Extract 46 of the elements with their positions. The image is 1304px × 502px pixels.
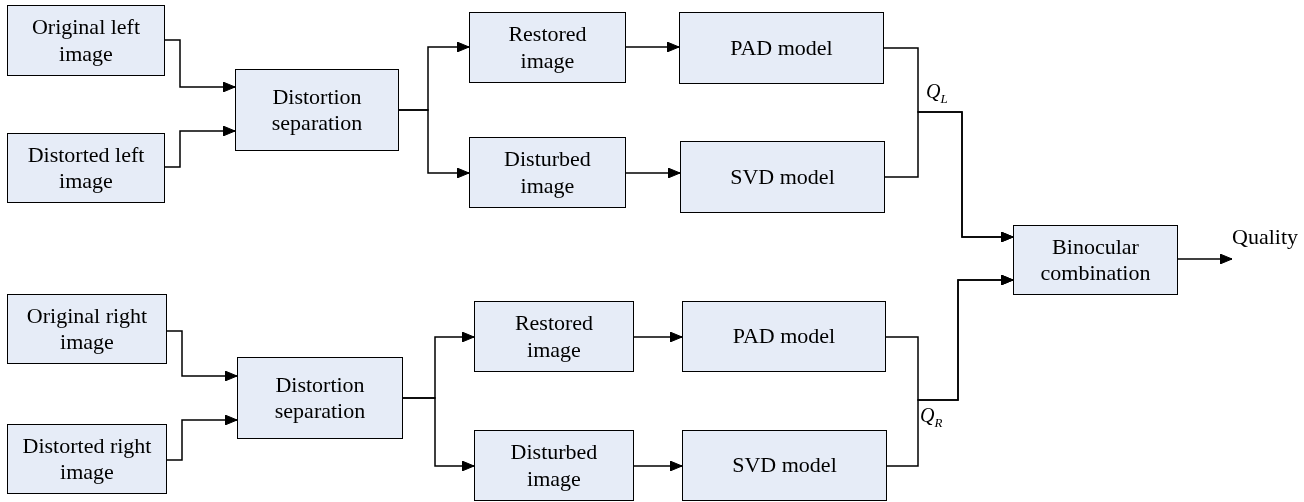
box-label: SVD model — [730, 163, 835, 191]
arrow — [164, 39, 236, 93]
arrow — [398, 109, 470, 179]
arrow — [625, 41, 680, 53]
process-box — [7, 424, 167, 494]
box-label: Distorted right image — [21, 432, 153, 486]
box-label: Binocular combination — [1039, 233, 1152, 287]
process-box — [7, 294, 167, 364]
process-box — [237, 357, 403, 439]
process-box — [680, 141, 885, 213]
box-label: Distortion separation — [273, 371, 367, 425]
output-label: Quality — [1232, 224, 1298, 251]
process-box — [7, 5, 165, 76]
box-label: Restored image — [513, 310, 595, 363]
process-box — [1013, 225, 1178, 295]
arrow — [633, 460, 683, 472]
process-box — [474, 430, 634, 501]
arrow — [166, 330, 238, 382]
process-box — [469, 137, 626, 208]
process-box — [7, 133, 165, 203]
arrow — [166, 414, 238, 461]
box-label: Disturbed image — [509, 439, 599, 492]
arrow — [886, 274, 1014, 467]
arrow — [884, 111, 1014, 243]
process-box — [235, 69, 399, 151]
process-box — [469, 12, 626, 83]
arrow — [164, 125, 236, 168]
box-label: Original left image — [30, 14, 142, 67]
box-label: Original right image — [25, 302, 149, 356]
arrow — [633, 331, 683, 343]
arrow — [1177, 253, 1233, 265]
arrow — [625, 167, 681, 179]
process-box — [682, 430, 887, 501]
arrow — [402, 397, 475, 472]
box-label: Restored image — [507, 21, 588, 74]
box-label: SVD model — [732, 452, 837, 479]
process-box — [682, 301, 886, 372]
box-label: PAD model — [730, 34, 833, 62]
process-box — [474, 301, 634, 372]
box-label: Distorted left image — [26, 141, 146, 195]
score-symbol: Q$_{R}$ — [920, 404, 943, 431]
box-label: Distortion separation — [270, 83, 364, 137]
box-label: PAD model — [732, 323, 836, 350]
process-box — [679, 12, 884, 84]
score-symbol: Q$_{L}$ — [926, 80, 948, 107]
box-label: Disturbed image — [503, 146, 592, 199]
